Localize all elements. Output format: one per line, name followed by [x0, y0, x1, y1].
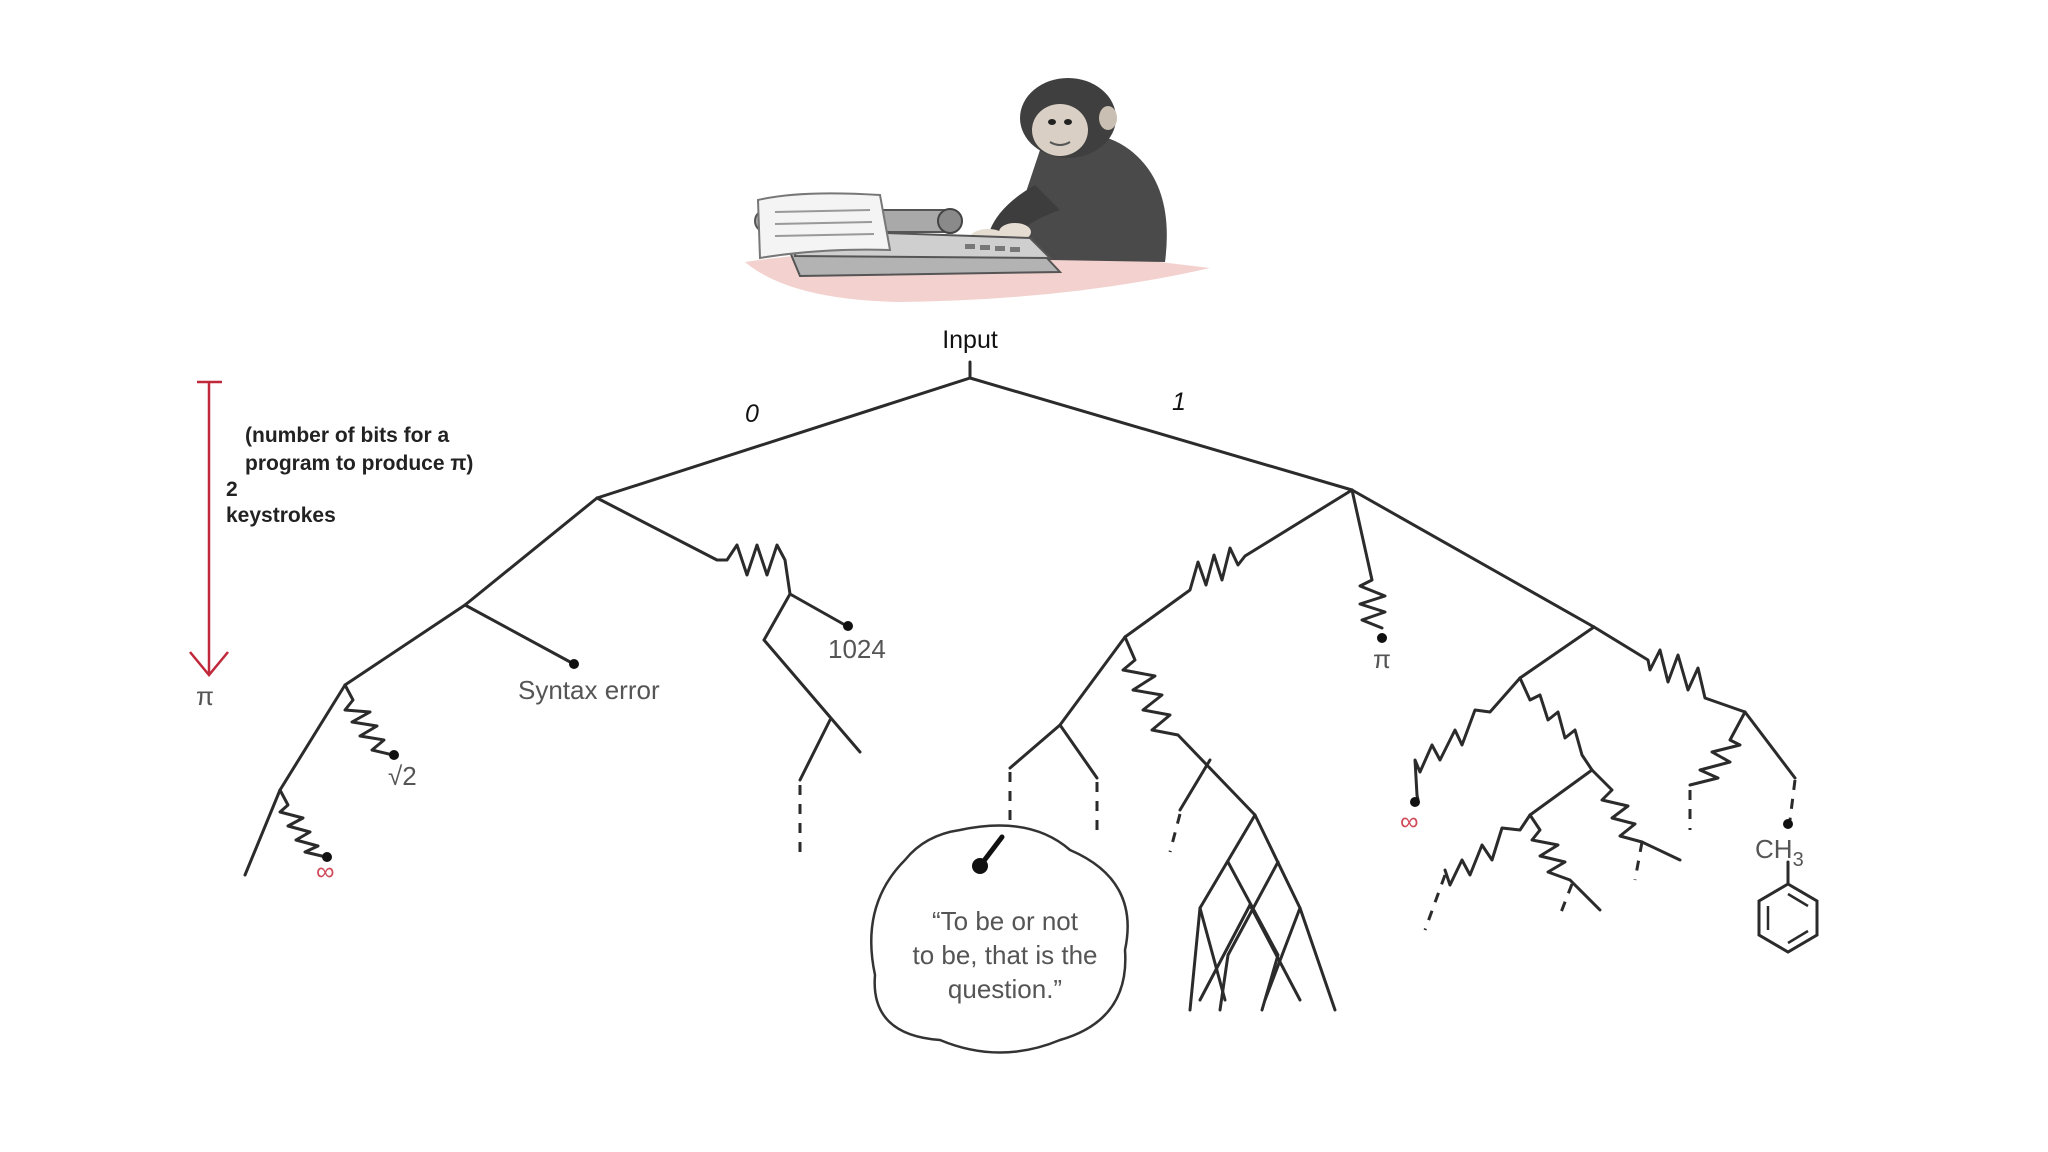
- axis-end-symbol: π: [196, 681, 214, 711]
- branch-label-one: 1: [1172, 388, 1186, 416]
- axis-annotation-line2: program to produce π): [245, 452, 473, 475]
- output-infinity-right: ∞: [1400, 806, 1419, 836]
- output-ch3: CH3: [1755, 834, 1804, 871]
- axis-unit: keystrokes: [226, 504, 336, 527]
- ch3-subscript: 3: [1793, 849, 1804, 871]
- output-infinity-left: ∞: [316, 856, 335, 886]
- axis-annotation-line1: (number of bits for a: [245, 424, 449, 447]
- ch3-base: CH: [1755, 834, 1793, 864]
- bubble-line2: to be, that is the: [912, 940, 1097, 970]
- bubble-line3: question.”: [948, 974, 1062, 1004]
- shakespeare-bubble: “To be or not to be, that is the questio…: [870, 824, 1129, 1054]
- axis-count: 2: [226, 478, 238, 501]
- output-sqrt2: √2: [388, 761, 417, 791]
- branch-label-zero: 0: [745, 400, 759, 428]
- output-syntax-error: Syntax error: [518, 675, 660, 705]
- program-tree: [243, 376, 1797, 1012]
- output-1024: 1024: [828, 634, 886, 664]
- benzene-ring-icon: [1757, 860, 1819, 954]
- bits-axis-arrow: [189, 380, 229, 677]
- root-input-label: Input: [942, 326, 998, 354]
- bubble-line1: “To be or not: [932, 906, 1079, 936]
- output-pi-right: π: [1373, 644, 1391, 674]
- chimpanzee-typewriter-illustration: [745, 78, 1210, 302]
